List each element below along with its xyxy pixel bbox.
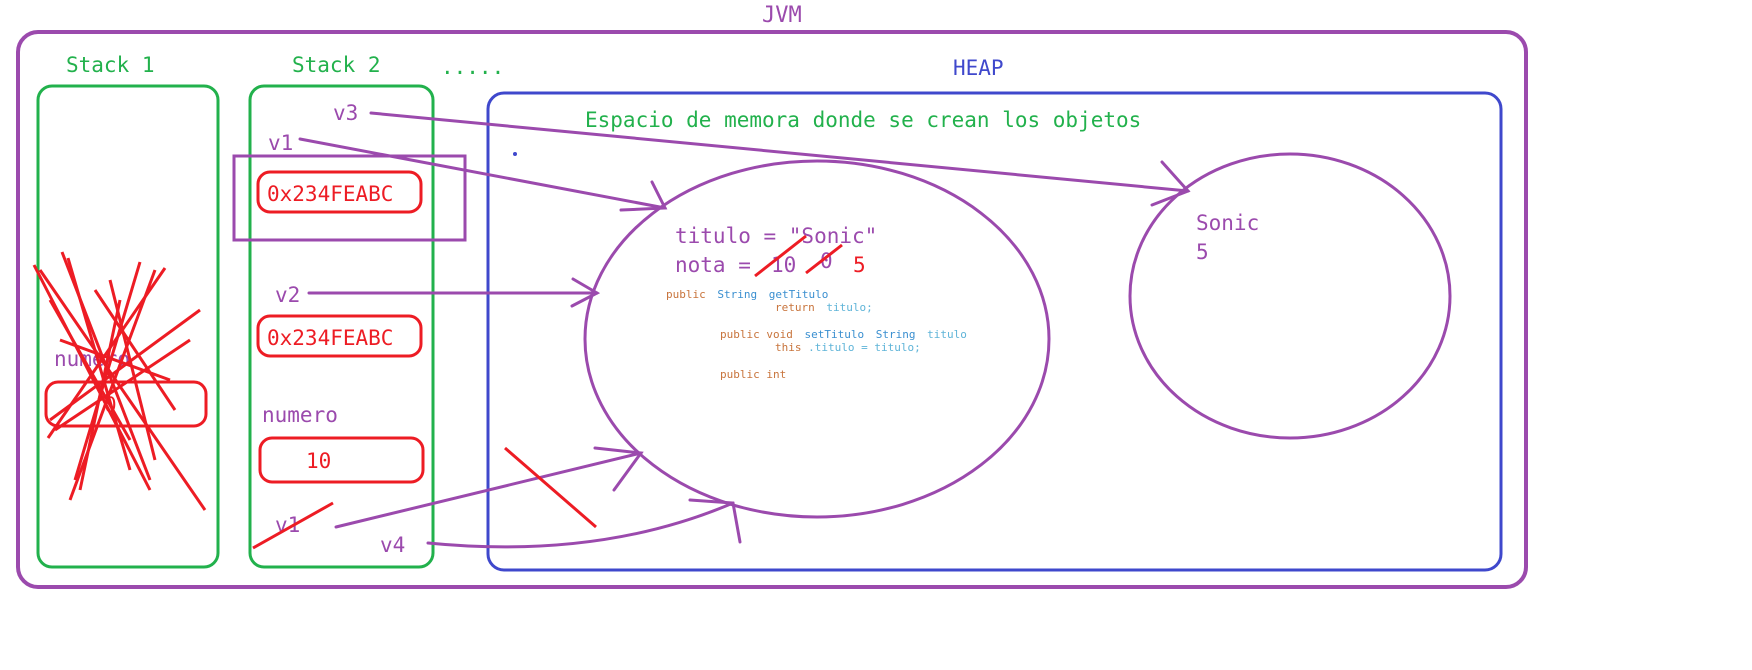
heap-description: Espacio de memora donde se crean los obj… (585, 108, 1141, 132)
var-v3: v3 (333, 101, 358, 125)
v1-strike (252, 501, 334, 550)
v1-highlight-frame (232, 154, 467, 242)
arrowhead-v1 (619, 180, 668, 212)
object1-nota-new: 5 (853, 253, 866, 277)
var-numero: numero (262, 403, 338, 427)
code-l3-name: setTitulo (804, 328, 864, 341)
code-l1-name: getTitulo (769, 288, 829, 301)
addr1-value: 0x234FEABC (267, 182, 393, 206)
arrow-v1old-strike (504, 446, 597, 529)
var-v1: v1 (268, 131, 293, 155)
nota-old2-strike (805, 243, 843, 275)
heap-frame (486, 91, 1503, 572)
ellipsis: ..... (441, 55, 504, 79)
object1-nota-label: nota = (675, 253, 751, 277)
code-l5: public int (720, 368, 786, 381)
addr2-value: 0x234FEABC (267, 326, 393, 350)
svg-text:public void setTitulo: public void setTitulo String titulo (720, 328, 967, 341)
stack1-title: Stack 1 (66, 53, 155, 77)
heap-dot (513, 152, 517, 156)
code-l4-kw: this (775, 341, 802, 354)
arrow-v4-to-object1 (426, 501, 735, 549)
object2-line2: 5 (1196, 240, 1209, 264)
numero-value: 10 (306, 449, 331, 473)
jvm-title: JVM (762, 3, 802, 28)
code-l2-kw: return (775, 301, 815, 314)
addr2-box (256, 314, 423, 358)
code-l1-type: String (717, 288, 757, 301)
arrowhead-v3 (1150, 160, 1191, 207)
object1-code: public String getTitulo return titulo; p… (666, 288, 967, 381)
object1-ellipse (583, 159, 1051, 519)
code-l3-kw: public void (720, 328, 793, 341)
code-l4-rest: .titulo = titulo; (808, 341, 921, 354)
stack2-frame (248, 84, 435, 569)
arrowhead-v4 (688, 498, 742, 544)
object1-nota-old1: 10 (771, 253, 796, 277)
heap-title: HEAP (953, 56, 1004, 80)
code-l3-type: String (876, 328, 916, 341)
jvm-frame (16, 30, 1528, 589)
arrowhead-v2 (570, 277, 601, 308)
svg-text:public String getT: public String getTitulo (666, 288, 828, 301)
arrow-v1-to-object1 (298, 137, 667, 210)
object2-line1: Sonic (1196, 211, 1259, 235)
code-l1-kw: public (666, 288, 706, 301)
stack2-title: Stack 2 (292, 53, 381, 77)
arrow-v1old-to-object1 (334, 451, 643, 529)
stack1-scribble (32, 251, 207, 511)
addr1-box (256, 170, 423, 214)
svg-text:this .titulo = titulo;: this .titulo = titulo; (775, 341, 921, 354)
nota-old1-strike (754, 234, 807, 278)
object2-ellipse (1128, 152, 1452, 440)
var-v4: v4 (380, 533, 405, 557)
numero-box (258, 436, 425, 484)
arrowhead-v1old (593, 446, 644, 492)
code-l2-val: titulo; (826, 301, 872, 314)
code-l3-param: titulo (927, 328, 967, 341)
stack1-frame (36, 84, 220, 569)
var-v2: v2 (275, 283, 300, 307)
svg-text:return titulo;: return titulo; (775, 301, 873, 314)
object1-titulo: titulo = "Sonic" (675, 224, 877, 248)
arrow-v3-to-object2 (369, 111, 1190, 193)
